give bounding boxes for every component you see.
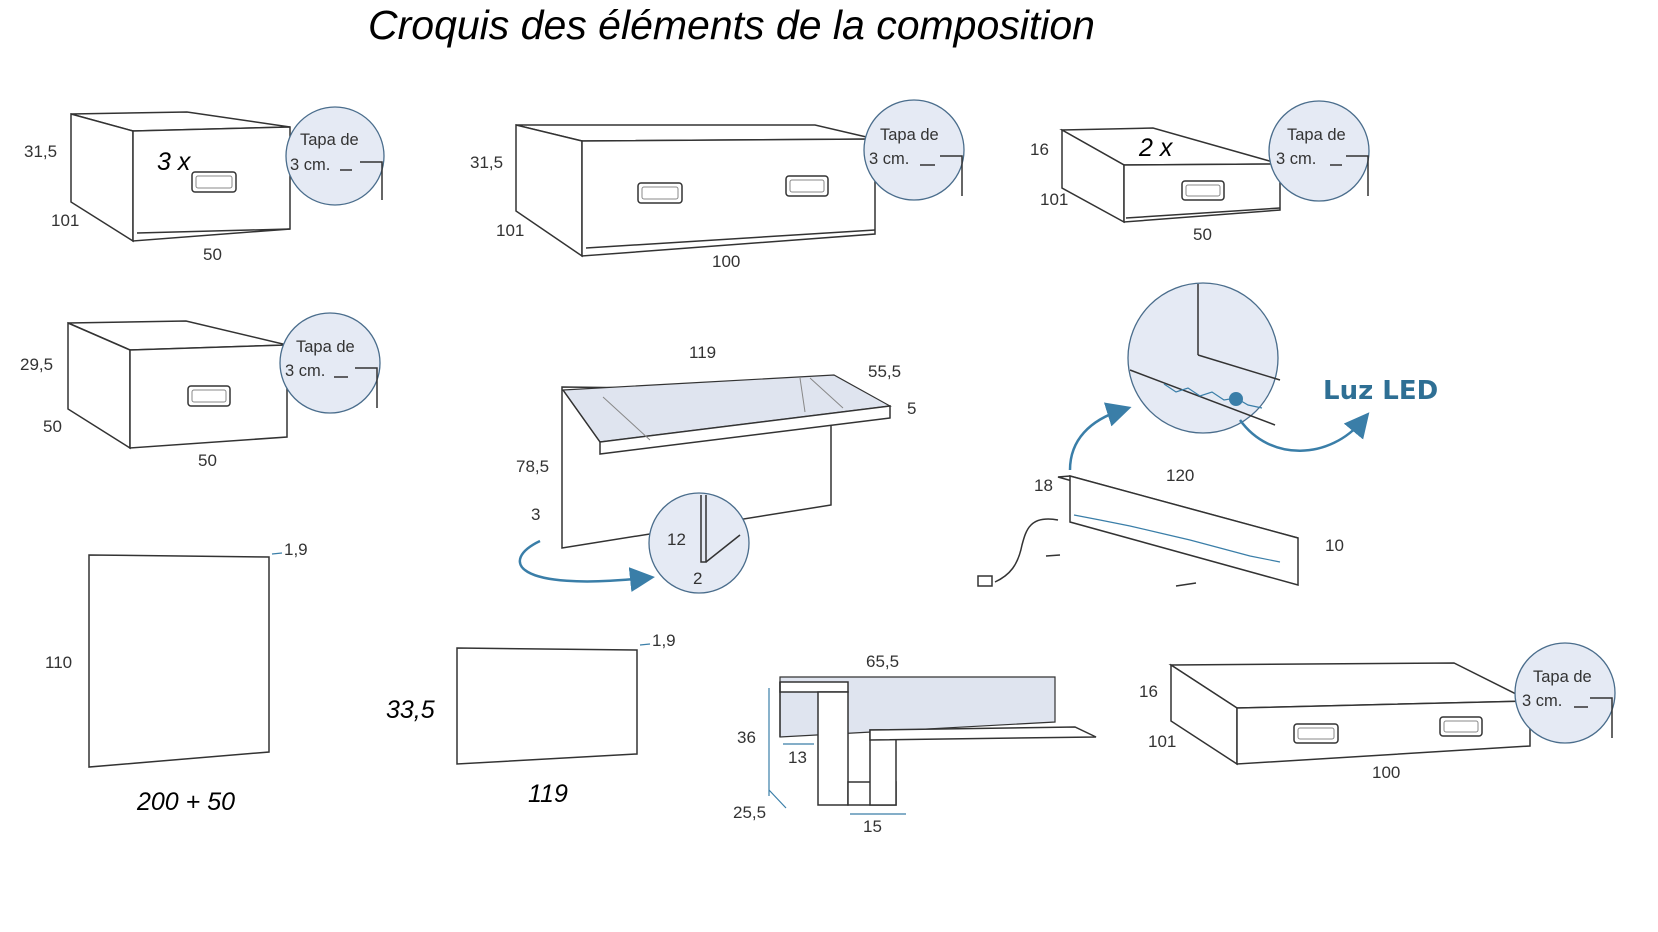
dim-depth: 55,5	[868, 362, 901, 381]
dim-depth: 101	[51, 211, 79, 230]
led-zoom-circle	[1127, 282, 1279, 434]
dim-width: 100	[712, 252, 740, 271]
panel-small: 1,9 33,5 119	[386, 631, 676, 808]
dim-top-thickness: 5	[907, 399, 916, 418]
drawer-short-unit: Tapa de 3 cm. 29,5 50 50	[20, 312, 381, 470]
dim-height: 110	[45, 653, 72, 672]
dim-width: 119	[689, 343, 716, 362]
page-title: Croquis des éléments de la composition	[368, 2, 1095, 48]
dim-base: 15	[863, 817, 882, 836]
led-strip-icon	[1163, 383, 1263, 409]
panel-large: 1,9 110 200 + 50	[45, 540, 308, 816]
drawer-handle-icon	[187, 385, 231, 407]
tapa-label-line1: Tapa de	[300, 131, 359, 149]
tapa-label-line1: Tapa de	[296, 338, 355, 356]
dim-width: 100	[1372, 763, 1400, 782]
desk-unit: 119 55,5 5 78,5 3 12 2	[516, 343, 916, 594]
dim-inner: 13	[788, 748, 807, 767]
dim-height: 78,5	[516, 457, 549, 476]
dim-depth: 101	[1148, 732, 1176, 751]
tapa-label-line1: Tapa de	[880, 126, 939, 144]
curved-arrow-icon	[1068, 402, 1132, 471]
dim-height: 18	[1034, 476, 1053, 495]
led-shelf-unit: Luz LED 18 120 10	[977, 282, 1438, 587]
dim-depth: 50	[43, 417, 62, 436]
led-strip-icon	[1073, 514, 1281, 563]
dim-height: 31,5	[470, 153, 503, 172]
dim-width: 120	[1166, 466, 1194, 485]
dim-detail-thickness: 2	[693, 569, 702, 588]
dim-depth: 101	[1040, 190, 1068, 209]
quantity-label: 3 x	[157, 148, 192, 176]
dim-width: 119	[528, 780, 568, 808]
dim-width: 50	[1193, 225, 1212, 244]
drawer-handle-icon	[785, 175, 829, 197]
dim-thickness: 1,9	[652, 631, 676, 650]
desk-zoom-circle	[648, 492, 750, 594]
tapa-label-line1: Tapa de	[1287, 126, 1346, 144]
dim-width: 65,5	[866, 652, 899, 671]
dim-depth: 10	[1325, 536, 1344, 555]
dim-width: 50	[203, 245, 222, 264]
dim-width: 200 + 50	[136, 788, 235, 816]
tapa-zoom-circle	[285, 106, 385, 206]
dim-side: 3	[531, 505, 540, 524]
dim-height: 33,5	[386, 696, 435, 724]
drawer-tall-unit: Tapa de 3 cm. 3 x 31,5 101 50	[24, 106, 385, 264]
tapa-zoom-circle	[1268, 100, 1370, 202]
drawer-handle-icon	[1439, 716, 1483, 737]
curved-arrow-icon	[518, 539, 655, 592]
drawer-handle-icon	[637, 182, 683, 204]
dim-height: 31,5	[24, 142, 57, 161]
drawer-handle-icon	[191, 171, 237, 193]
led-dot-icon	[1229, 392, 1243, 406]
tapa-label-line2: 3 cm.	[290, 156, 330, 174]
tapa-label-line2: 3 cm.	[869, 150, 909, 168]
quantity-label: 2 x	[1138, 134, 1174, 162]
plug-icon	[977, 575, 993, 587]
dim-depth: 101	[496, 221, 524, 240]
drawer-double-unit: Tapa de 3 cm. 31,5 101 100	[470, 99, 965, 271]
curved-arrow-icon	[1238, 412, 1370, 452]
drawer-low-unit: Tapa de 3 cm. 2 x 16 101 50	[1030, 100, 1370, 244]
drawer-handle-icon	[1293, 723, 1339, 744]
tapa-label-line2: 3 cm.	[1276, 150, 1316, 168]
shelf-unit: 65,5 36 13 25,5 15	[733, 652, 1097, 836]
drawer-wide-low-unit: Tapa de 3 cm. 16 101 100	[1139, 642, 1616, 782]
tapa-zoom-circle	[279, 312, 381, 414]
dim-height: 29,5	[20, 355, 53, 374]
tapa-label-line2: 3 cm.	[1522, 692, 1562, 710]
tapa-zoom-circle	[1514, 642, 1616, 744]
led-label: Luz LED	[1323, 376, 1438, 406]
dim-width: 50	[198, 451, 217, 470]
tapa-label-line2: 3 cm.	[285, 362, 325, 380]
dim-detail-height: 12	[667, 530, 686, 549]
dim-thickness: 1,9	[284, 540, 308, 559]
cable-icon	[994, 518, 1059, 583]
dim-height: 16	[1139, 682, 1158, 701]
tapa-label-line1: Tapa de	[1533, 668, 1592, 686]
dim-depth: 25,5	[733, 803, 766, 822]
dim-height: 16	[1030, 140, 1049, 159]
drawer-handle-icon	[1181, 180, 1225, 201]
dim-height: 36	[737, 728, 756, 747]
tapa-zoom-circle	[863, 99, 965, 201]
